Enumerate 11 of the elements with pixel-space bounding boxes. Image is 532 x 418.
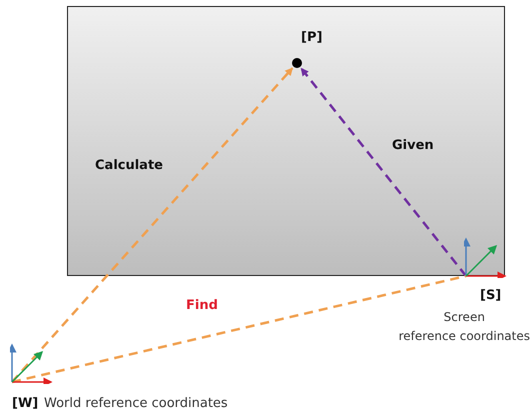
edge-label: Calculate — [95, 158, 163, 173]
frame-caption: Screen reference coordinates — [398, 309, 530, 345]
origin-label: [W] — [12, 396, 38, 411]
edge-label: Find — [186, 298, 218, 313]
dashed-line — [12, 274, 466, 384]
edge-label: Given — [392, 138, 434, 153]
dashed-arrow — [300, 68, 467, 277]
frame-caption: World reference coordinates — [44, 396, 228, 411]
origin-label: [S] — [480, 288, 502, 303]
point-label: [P] — [301, 30, 322, 45]
dashed-arrow — [11, 67, 294, 383]
